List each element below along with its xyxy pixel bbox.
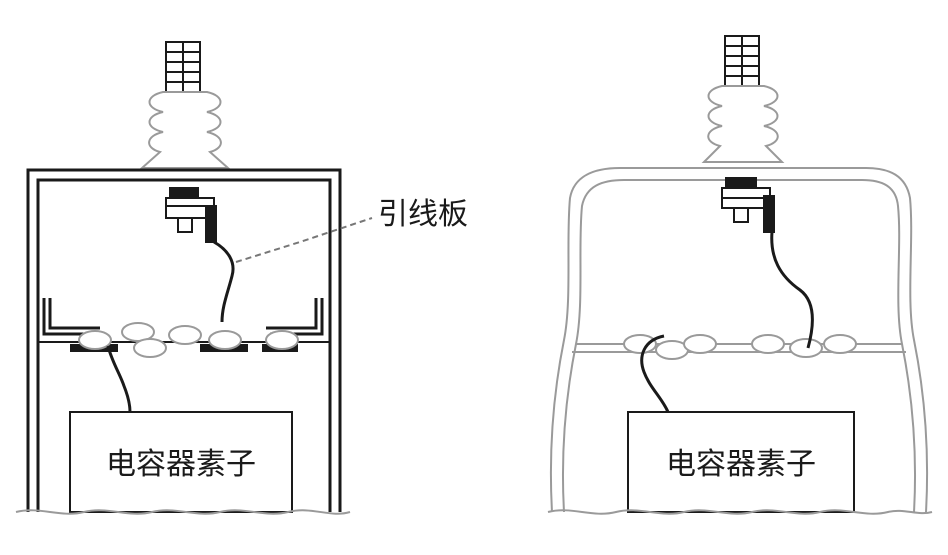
left-connector-lugs bbox=[78, 322, 299, 358]
left-housing bbox=[26, 168, 342, 512]
left-lead-plate bbox=[42, 298, 324, 336]
right-cut-line bbox=[547, 509, 933, 515]
right-bushing bbox=[701, 85, 785, 163]
left-capacitor-element bbox=[69, 411, 293, 513]
left-lead-wire-top bbox=[213, 240, 235, 323]
left-bushing bbox=[139, 91, 231, 169]
right-terminal-clamp bbox=[721, 177, 775, 233]
left-cut-line bbox=[15, 509, 351, 515]
right-terminal-bolt bbox=[724, 35, 760, 87]
right-connector-lugs bbox=[623, 334, 857, 360]
right-capacitor-element bbox=[627, 411, 855, 513]
lead-plate-label: 引线板 bbox=[378, 197, 468, 232]
lead-plate-callout: 引线板 bbox=[235, 197, 468, 263]
left-terminal-bolt bbox=[165, 41, 201, 93]
left-lead-wire-bottom bbox=[106, 345, 132, 413]
left-element-label: 电容器素子 bbox=[106, 447, 256, 482]
right-element-label: 电容器素子 bbox=[666, 447, 816, 482]
callout-leader-line bbox=[235, 217, 373, 263]
right-lead-wire-bottom bbox=[640, 334, 670, 413]
right-panel: 电容器素子 bbox=[547, 35, 933, 515]
left-panel: 电容器素子 bbox=[15, 41, 351, 515]
left-terminal-clamp bbox=[165, 187, 217, 243]
right-lead-wire-top bbox=[770, 231, 814, 349]
